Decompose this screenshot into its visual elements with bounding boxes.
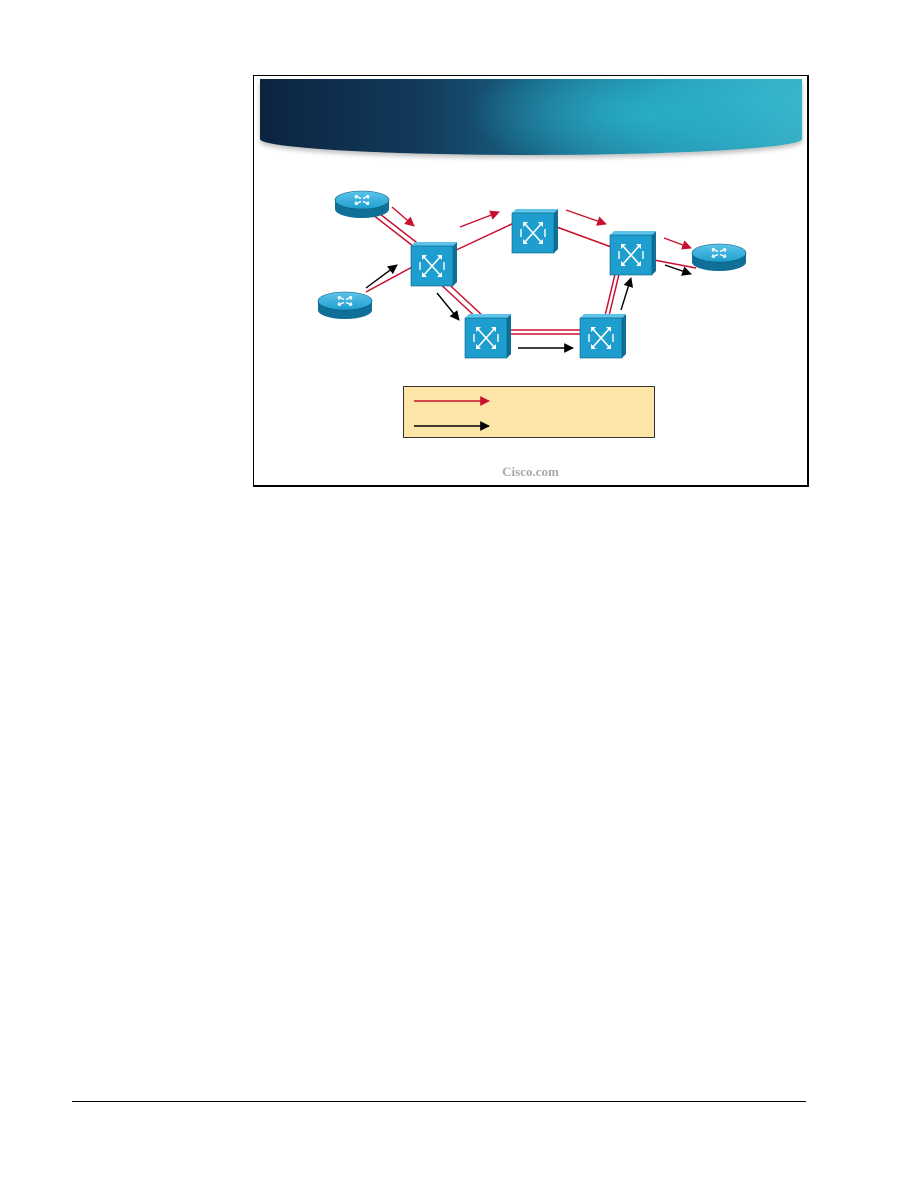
link-switch2-switch3 [553, 225, 615, 249]
atm-switch-icon [464, 314, 511, 359]
router-icon [334, 190, 390, 218]
atm-switch-icon [410, 242, 457, 287]
atm-switch-icon [511, 209, 558, 254]
footer-brand-text: Cisco.com [502, 464, 559, 479]
page-footer-rule [72, 1101, 806, 1102]
legend-box [403, 386, 655, 438]
router-icon [691, 243, 747, 271]
atm-switch-icon [609, 231, 656, 276]
black-flow-arrows [365, 264, 692, 353]
black-flow-arrow [436, 292, 460, 321]
red-flow-arrow [565, 209, 607, 226]
router-icon [317, 291, 373, 319]
red-flow-arrow [391, 206, 415, 227]
link-router2-switch1 [365, 265, 415, 293]
atm-switch-icon [579, 314, 626, 359]
black-flow-arrow [365, 264, 398, 289]
red-flow-arrow [459, 210, 500, 228]
legend-arrows [414, 396, 490, 431]
slide-frame: Cisco.com [253, 75, 809, 487]
red-flow-arrow [663, 237, 692, 250]
black-flow-arrow [620, 277, 634, 311]
link-switch1-switch2 [451, 221, 517, 253]
title-banner [260, 79, 802, 155]
network-diagram [317, 190, 747, 359]
footer-brand: Cisco.com [254, 464, 807, 480]
black-flow-arrow [664, 264, 692, 276]
red-flow-arrows [391, 206, 692, 250]
link-switch3-router3 [653, 259, 697, 269]
